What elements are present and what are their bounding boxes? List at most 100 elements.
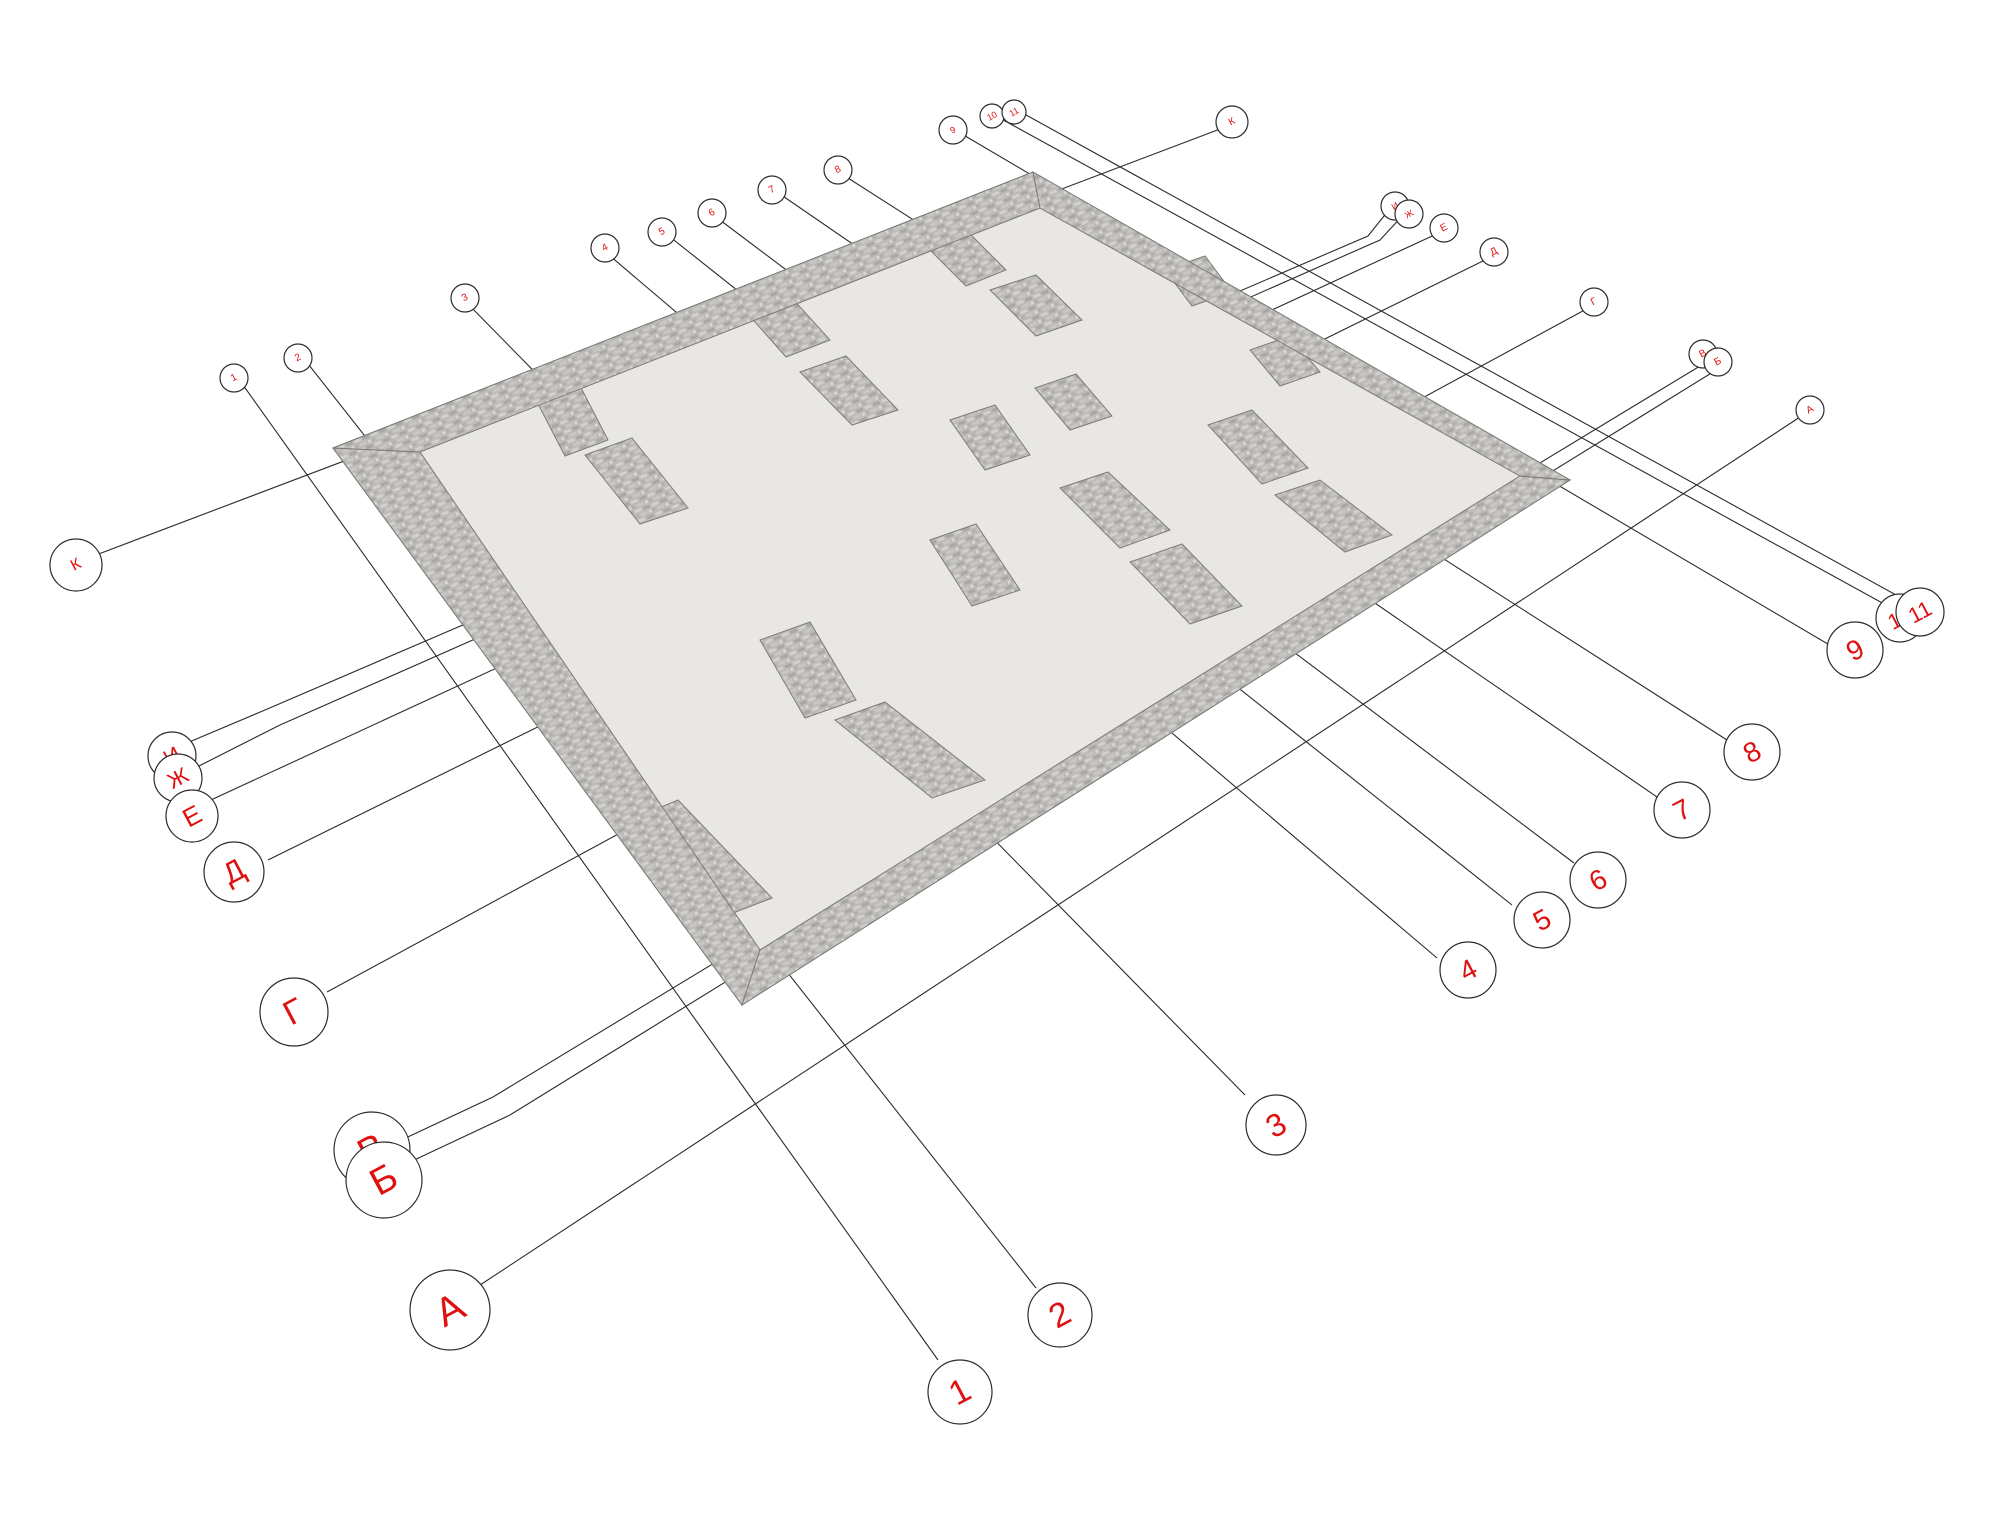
axis-label: 10 bbox=[985, 109, 999, 123]
axis-label: Е bbox=[1438, 221, 1449, 234]
axis-label: 8 bbox=[833, 164, 843, 177]
axis-bubble-columns-near-5: 5 bbox=[1513, 891, 1571, 949]
grid-line-А bbox=[473, 414, 1804, 1290]
axis-bubble-circle bbox=[1215, 105, 1249, 139]
axis-bubble-rows-right-А: А bbox=[1795, 395, 1825, 425]
footing-block bbox=[1129, 543, 1243, 625]
axis-bubble-circle bbox=[203, 841, 265, 903]
footing-block bbox=[1034, 373, 1113, 431]
axis-bubble-circle bbox=[1245, 1094, 1307, 1156]
footing-blocks bbox=[534, 231, 1394, 919]
axis-bubble-circle bbox=[1895, 587, 1945, 637]
axis-label: 7 bbox=[767, 184, 777, 197]
axis-label: 11 bbox=[1008, 105, 1021, 118]
axis-bubble-circle bbox=[450, 283, 480, 313]
axis-bubble-circle bbox=[1429, 213, 1459, 243]
axis-bubble-rows-right-Е: Е bbox=[1429, 213, 1459, 243]
footing-block bbox=[1207, 409, 1309, 485]
footing-block bbox=[833, 701, 987, 799]
axis-bubble-columns-near-3: 3 bbox=[1245, 1094, 1307, 1156]
axis-bubble-columns-far-7: 7 bbox=[757, 175, 787, 205]
axis-bubble-circle bbox=[165, 789, 219, 843]
axis-bubble-columns-far-11: 11 bbox=[1001, 99, 1027, 125]
axis-bubble-circle bbox=[1826, 621, 1884, 679]
axis-label: В bbox=[1697, 347, 1708, 360]
axis-bubble-circle bbox=[823, 155, 853, 185]
axis-bubble-columns-far-6: 6 bbox=[697, 198, 727, 228]
axis-bubbles: 12345678910111234567891011КИЖЕДГВБАКИЖЕД… bbox=[49, 99, 1945, 1425]
axis-bubble-columns-far-10: 10 bbox=[979, 103, 1005, 129]
axis-bubble-circle bbox=[1479, 237, 1509, 267]
axis-bubble-rows-left-К: К bbox=[49, 538, 103, 592]
axis-bubble-rows-left-Б: Б bbox=[345, 1141, 423, 1219]
grid-line-1 bbox=[237, 377, 939, 1361]
foundation-plan bbox=[331, 171, 1572, 1007]
footing-block bbox=[949, 404, 1031, 471]
axis-label: 6 bbox=[707, 207, 717, 220]
axis-bubble-columns-far-1: 1 bbox=[219, 363, 249, 393]
axis-bubble-rows-left-Д: Д bbox=[203, 841, 265, 903]
footing-block bbox=[1059, 471, 1171, 549]
axis-bubble-rows-left-А: А bbox=[409, 1269, 491, 1351]
axis-bubble-columns-near-11: 11 bbox=[1895, 587, 1945, 637]
axis-bubble-rows-right-Б: Б bbox=[1703, 347, 1733, 377]
axis-bubble-columns-near-2: 2 bbox=[1027, 1282, 1093, 1348]
axis-label: 9 bbox=[948, 124, 957, 135]
axis-bubble-circle bbox=[647, 217, 677, 247]
axis-bubble-rows-right-Ж: Ж bbox=[1394, 199, 1424, 229]
axis-bubble-columns-near-1: 1 bbox=[927, 1359, 993, 1425]
axis-bubble-circle bbox=[697, 198, 727, 228]
axis-label: А bbox=[1804, 403, 1815, 416]
axis-bubble-circle bbox=[1703, 347, 1733, 377]
axis-bubble-circle bbox=[590, 233, 620, 263]
axis-bubble-circle bbox=[259, 977, 329, 1047]
axis-bubble-circle bbox=[409, 1269, 491, 1351]
axis-bubble-circle bbox=[1569, 851, 1627, 909]
wall-right-outer bbox=[1032, 171, 1571, 481]
axis-label: И bbox=[1390, 200, 1400, 212]
axis-bubble-columns-far-9: 9 bbox=[938, 115, 968, 145]
footing-block bbox=[929, 523, 1021, 607]
axis-bubble-columns-far-3: 3 bbox=[450, 283, 480, 313]
axis-bubble-circle bbox=[1723, 723, 1781, 781]
axis-bubble-columns-near-9: 9 bbox=[1826, 621, 1884, 679]
axis-bubble-circle bbox=[1653, 781, 1711, 839]
axis-bubble-rows-left-Г: Г bbox=[259, 977, 329, 1047]
axis-bubble-rows-left-Е: Е bbox=[165, 789, 219, 843]
axis-bubble-columns-near-8: 8 bbox=[1723, 723, 1781, 781]
footing-block bbox=[989, 274, 1083, 337]
footing-block bbox=[759, 621, 857, 719]
axis-bubble-circle bbox=[1579, 287, 1609, 317]
axis-bubble-circle bbox=[927, 1359, 993, 1425]
footing-block bbox=[1273, 479, 1394, 553]
axis-bubble-columns-near-7: 7 bbox=[1653, 781, 1711, 839]
axis-bubble-circle bbox=[1795, 395, 1825, 425]
axis-bubble-rows-right-К: К bbox=[1215, 105, 1249, 139]
axis-label: 4 bbox=[600, 242, 610, 255]
axis-label: 1 bbox=[229, 372, 239, 385]
axis-bubble-rows-right-Г: Г bbox=[1579, 287, 1609, 317]
axis-label: Б bbox=[1713, 355, 1724, 368]
axis-bubble-circle bbox=[1513, 891, 1571, 949]
axis-bubble-circle bbox=[1394, 199, 1424, 229]
axis-label: 2 bbox=[293, 352, 303, 365]
axis-bubble-circle bbox=[219, 363, 249, 393]
axis-bubble-circle bbox=[1001, 99, 1027, 125]
axis-bubble-columns-near-4: 4 bbox=[1439, 941, 1497, 999]
axis-bubble-columns-near-6: 6 bbox=[1569, 851, 1627, 909]
axis-label: К bbox=[1227, 116, 1237, 129]
grid-line-11 bbox=[1016, 109, 1908, 602]
axis-bubble-circle bbox=[345, 1141, 423, 1219]
axis-label: 5 bbox=[657, 226, 667, 239]
grid-line-10 bbox=[995, 115, 1887, 606]
axis-bubble-circle bbox=[283, 343, 313, 373]
axis-bubble-circle bbox=[49, 538, 103, 592]
axis-bubble-circle bbox=[757, 175, 787, 205]
axis-bubble-circle bbox=[1439, 941, 1497, 999]
axis-bubble-rows-right-Д: Д bbox=[1479, 237, 1509, 267]
footing-block bbox=[799, 355, 899, 426]
axis-label: Г bbox=[1589, 296, 1599, 309]
axis-bubble-circle bbox=[938, 115, 968, 145]
